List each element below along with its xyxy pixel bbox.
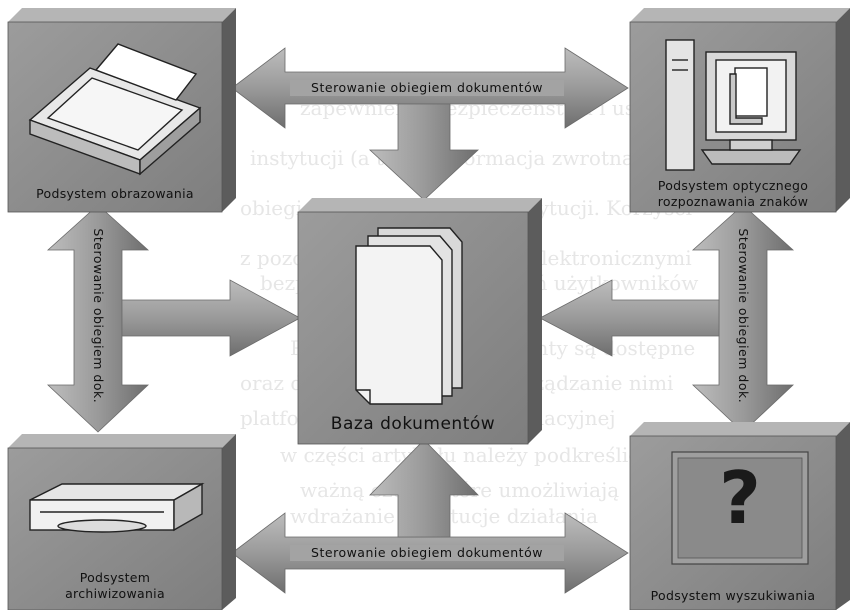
label-ocr-line2: rozpoznawania znaków (630, 194, 836, 210)
svg-text:w części artykułu należy podkr: w części artykułu należy podkreślić (280, 443, 639, 467)
label-ocr-line1: Podsystem optycznego (630, 178, 836, 194)
flow-label-top: Sterowanie obiegiem dokumentów (290, 80, 564, 96)
flow-label-right: Sterowanie obiegiem dok. (735, 216, 751, 416)
question-mark-icon: ? (678, 462, 802, 534)
label-database: Baza dokumentów (298, 414, 528, 435)
label-search: Podsystem wyszukiwania (630, 588, 836, 604)
label-archive-line2: archiwizowania (8, 586, 222, 602)
disc-drive-icon (30, 484, 202, 532)
label-imaging: Podsystem obrazowania (8, 186, 222, 202)
flow-label-bottom: Sterowanie obiegiem dokumentów (290, 545, 564, 561)
computer-icon (666, 40, 800, 170)
label-archive-line1: Podsystem (8, 570, 222, 586)
flow-label-left: Sterowanie obiegiem dok. (90, 216, 106, 416)
document-stack-icon (356, 228, 462, 404)
